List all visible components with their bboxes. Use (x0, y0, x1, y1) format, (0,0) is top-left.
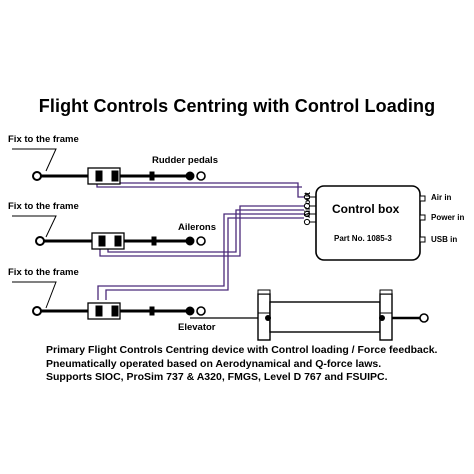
ailerons-cylinder (35, 232, 206, 250)
port-air-in-label: Air in (431, 193, 452, 202)
elevator-label: Elevator (178, 322, 216, 333)
caption-line-2: Pneumatically operated based on Aerodyna… (46, 357, 382, 370)
air-line-elevator-1 (97, 213, 304, 300)
port-usb-in-label: USB in (431, 235, 458, 244)
port-power-in-label: Power in (431, 213, 465, 222)
ailerons-label: Ailerons (178, 222, 217, 233)
frame-label-ailerons: Fix to the frame (8, 201, 79, 212)
air-out-label: Air out (303, 192, 312, 218)
control-box-title: Control box (332, 202, 400, 216)
rudder-pedals-label: Rudder pedals (152, 155, 218, 166)
control-box-part-no: Part No. 1085-3 (334, 234, 392, 243)
caption: Primary Flight Controls Centring device … (46, 344, 466, 385)
loading-cylinder (190, 289, 429, 341)
caption-line-3: Supports SIOC, ProSim 737 & A320, FMGS, … (46, 371, 388, 383)
air-line-ailerons-1 (99, 205, 304, 257)
air-lines (96, 170, 304, 300)
control-box (303, 185, 426, 261)
rudder-cylinder (32, 167, 206, 185)
frame-label-elevator: Fix to the frame (8, 267, 79, 278)
diagram-title: Flight Controls Centring with Control Lo… (38, 96, 436, 116)
caption-line-1: Primary Flight Controls Centring device … (46, 344, 438, 356)
air-line-elevator-2 (105, 217, 304, 300)
frame-lines (12, 148, 57, 309)
elevator-cylinder (32, 302, 206, 320)
frame-label-rudder: Fix to the frame (8, 134, 79, 145)
